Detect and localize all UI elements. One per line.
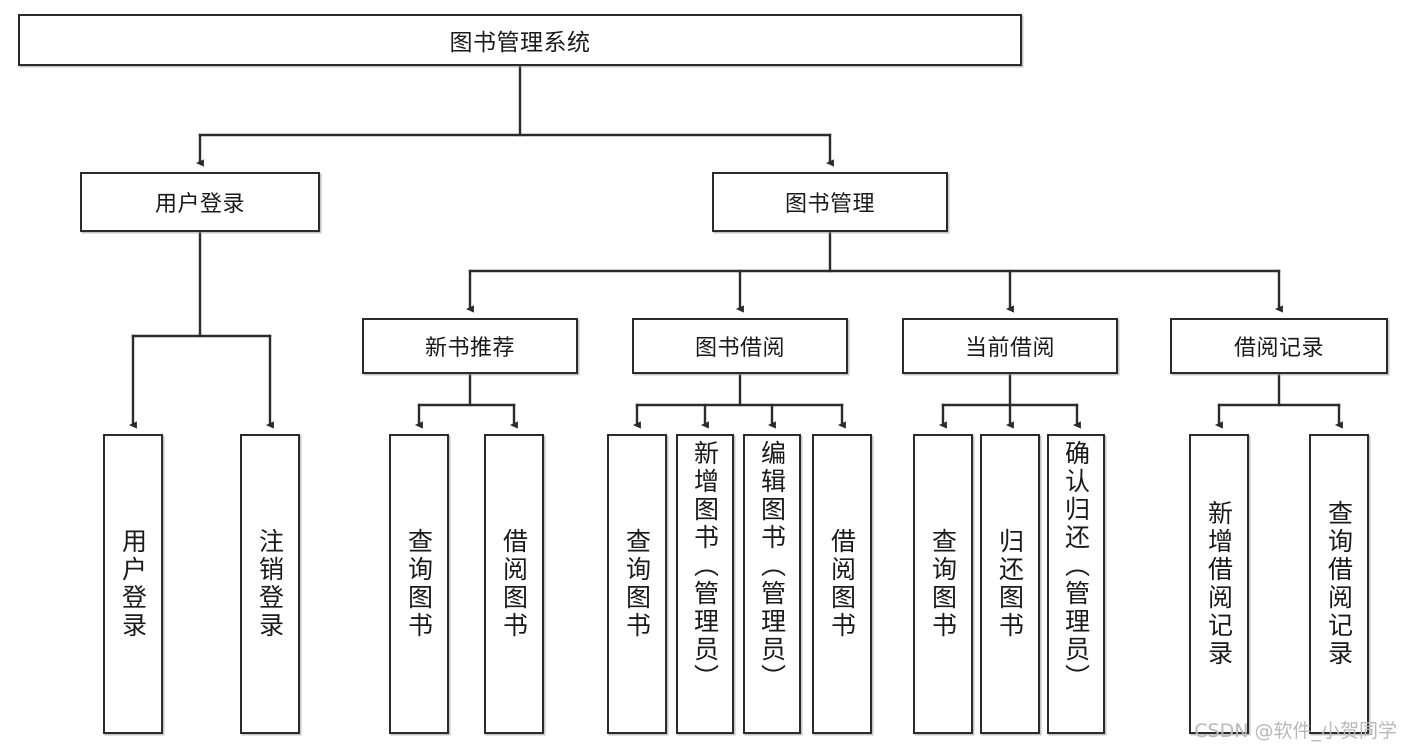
node-label: 新增图书（管理员） bbox=[690, 440, 720, 692]
leaf-query-borrow-record[interactable]: 查询借阅记录 bbox=[1309, 434, 1369, 734]
node-label: 新书推荐 bbox=[424, 336, 515, 361]
node-label: 查询借阅记录 bbox=[1324, 500, 1354, 668]
node-label: 图书管理 bbox=[784, 192, 875, 217]
leaf-edit-book-admin[interactable]: 编辑图书（管理员） bbox=[743, 434, 801, 734]
node-borrow-record[interactable]: 借阅记录 bbox=[1170, 318, 1388, 374]
node-book-management-system[interactable]: 图书管理系统 bbox=[18, 14, 1022, 66]
node-label: 借阅图书 bbox=[499, 528, 529, 640]
leaf-borrow-book-1[interactable]: 借阅图书 bbox=[484, 434, 544, 734]
leaf-confirm-return-admin[interactable]: 确认归还（管理员） bbox=[1047, 434, 1105, 734]
node-label: 编辑图书（管理员） bbox=[757, 440, 787, 692]
leaf-add-book-admin[interactable]: 新增图书（管理员） bbox=[676, 434, 734, 734]
leaf-query-book-1[interactable]: 查询图书 bbox=[389, 434, 449, 734]
node-book-management[interactable]: 图书管理 bbox=[712, 172, 948, 232]
node-new-book-recommend[interactable]: 新书推荐 bbox=[362, 318, 578, 374]
node-label: 查询图书 bbox=[622, 528, 652, 640]
node-label: 归还图书 bbox=[995, 528, 1025, 640]
leaf-borrow-book-2[interactable]: 借阅图书 bbox=[812, 434, 872, 734]
leaf-logout[interactable]: 注销登录 bbox=[240, 434, 300, 734]
leaf-query-book-2[interactable]: 查询图书 bbox=[607, 434, 667, 734]
node-label: 查询图书 bbox=[404, 528, 434, 640]
node-current-borrow[interactable]: 当前借阅 bbox=[902, 318, 1118, 374]
leaf-add-borrow-record[interactable]: 新增借阅记录 bbox=[1189, 434, 1249, 734]
node-label: 确认归还（管理员） bbox=[1061, 440, 1091, 692]
leaf-query-book-3[interactable]: 查询图书 bbox=[913, 434, 973, 734]
leaf-return-book[interactable]: 归还图书 bbox=[980, 434, 1040, 734]
node-label: 用户登录 bbox=[154, 192, 245, 217]
node-label: 当前借阅 bbox=[964, 336, 1055, 361]
leaf-user-login[interactable]: 用户登录 bbox=[103, 434, 163, 734]
node-label: 注销登录 bbox=[255, 528, 285, 640]
node-label: 借阅记录 bbox=[1233, 336, 1324, 361]
node-label: 用户登录 bbox=[118, 528, 148, 640]
node-label: 借阅图书 bbox=[827, 528, 857, 640]
node-label: 图书借阅 bbox=[694, 336, 785, 361]
node-user-login[interactable]: 用户登录 bbox=[80, 172, 320, 232]
node-label: 查询图书 bbox=[928, 528, 958, 640]
node-label: 图书管理系统 bbox=[449, 30, 591, 56]
node-label: 新增借阅记录 bbox=[1204, 500, 1234, 668]
node-book-borrow[interactable]: 图书借阅 bbox=[632, 318, 848, 374]
